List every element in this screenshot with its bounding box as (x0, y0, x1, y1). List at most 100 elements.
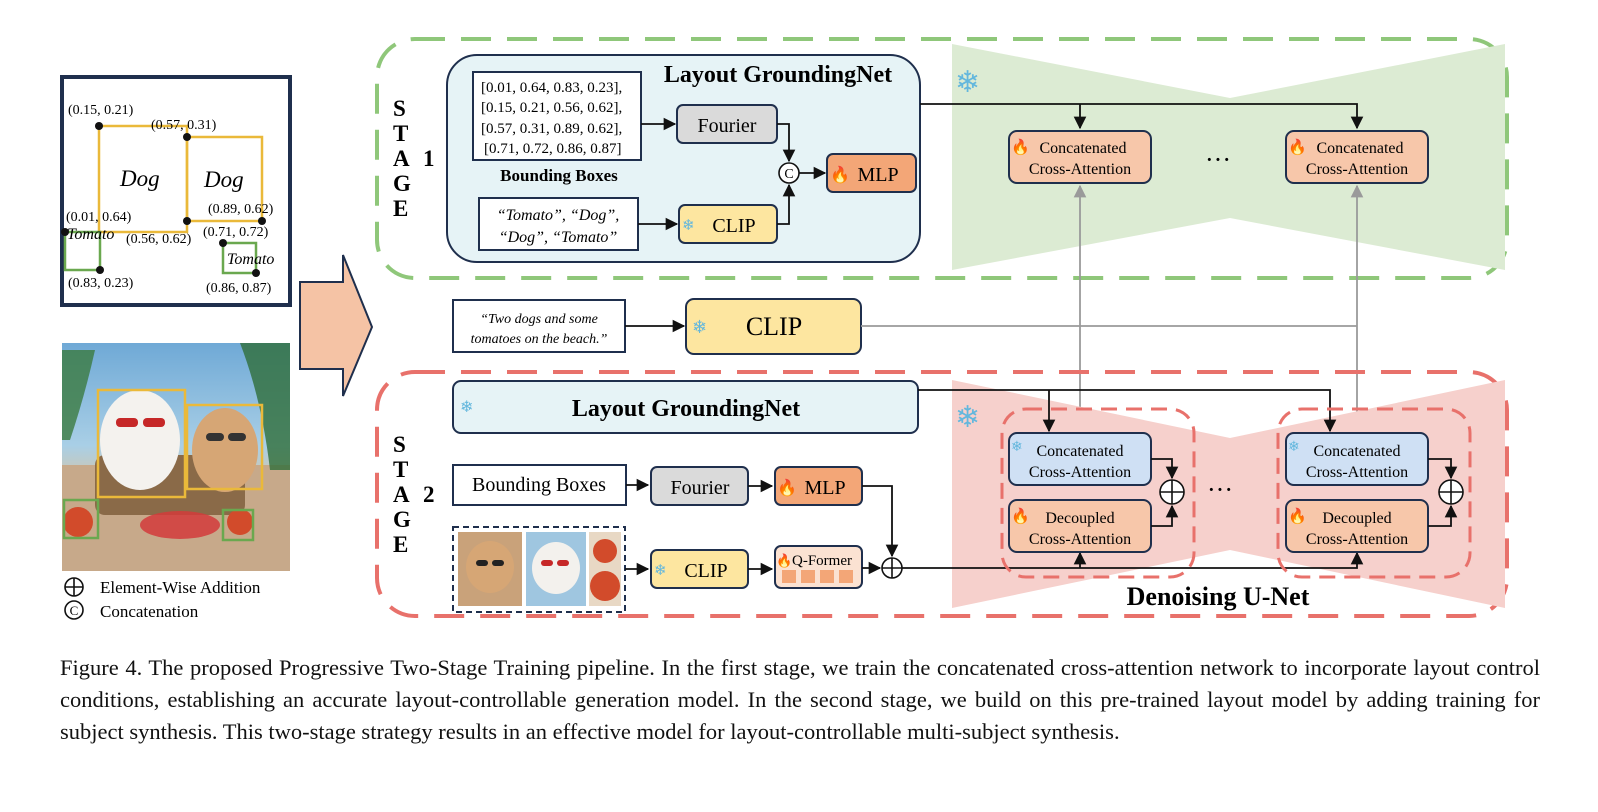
bbox-box-stage2 (452, 464, 627, 506)
unet-block-b (1276, 407, 1472, 579)
svg-text:[0.71, 0.72, 0.86, 0.87]: [0.71, 0.72, 0.86, 0.87] (484, 141, 622, 157)
text-prompt-row: “Two dogs and some tomatoes on the beach… (452, 184, 1364, 433)
svg-text:E: E (393, 196, 408, 221)
prompt-line: tomatoes on the beach.” (471, 332, 608, 347)
svg-text:C: C (784, 167, 793, 182)
snowflake-icon: ❄ (955, 401, 980, 434)
concatenation-icon: C (64, 600, 84, 620)
stage2-panel: ❄ S T A G E 2 ❄ Layout GroundingNet Boun… (375, 370, 1509, 618)
svg-text:T: T (393, 457, 408, 482)
phrase-line: “Tomato”, “Dog”, (497, 207, 620, 224)
mlp-label: MLP (804, 477, 845, 499)
layout-groundingnet-stage2 (452, 380, 919, 434)
snowflake-icon: ❄ (955, 66, 980, 99)
svg-text:Decoupled: Decoupled (1045, 510, 1114, 527)
mlp-box-stage1 (826, 153, 917, 193)
concat-icon: C (778, 162, 800, 184)
snowflake-icon: ❄ (1288, 440, 1300, 455)
svg-text:G: G (393, 507, 411, 532)
point-label: (0.83, 0.23) (68, 276, 134, 291)
caption-text: Figure 4. The proposed Progressive Two-S… (60, 655, 1540, 744)
point-label: (0.56, 0.62) (126, 232, 192, 247)
concat-attn-stage1-b (1285, 130, 1429, 184)
snowflake-icon: ❄ (1011, 440, 1023, 455)
element-wise-addition-icon (881, 557, 903, 579)
clip-label: CLIP (746, 312, 802, 341)
phrase-line: “Dog”, “Tomato” (499, 229, 618, 246)
element-wise-addition-icon (64, 577, 84, 597)
fourier-label: Fourier (698, 115, 757, 137)
svg-text:A: A (393, 482, 410, 507)
svg-text:2: 2 (423, 482, 435, 507)
generated-image (62, 343, 290, 571)
stage1-panel: ❄ S T A G E 1 Layout GroundingNet [0.01,… (375, 37, 1509, 280)
snowflake-icon: ❄ (682, 218, 695, 234)
box-label-tomato: Tomato (67, 226, 114, 243)
svg-text:[0.15, 0.21, 0.56, 0.62],: [0.15, 0.21, 0.56, 0.62], (481, 100, 622, 116)
fire-icon: 🔥 (1288, 138, 1307, 156)
qformer-label: Q-Former (792, 553, 852, 569)
unet-title: Denoising U-Net (1127, 582, 1310, 611)
bbox-lines: [0.01, 0.64, 0.83, 0.23], [0.15, 0.21, 0… (481, 80, 622, 157)
svg-text:Cross-Attention: Cross-Attention (1306, 161, 1408, 178)
legend: Element-Wise Addition C Concatenation (64, 577, 261, 621)
point-label: (0.01, 0.64) (66, 210, 132, 225)
svg-text:T: T (393, 121, 408, 146)
box-label-tomato: Tomato (227, 251, 274, 268)
bbox-list (472, 71, 642, 161)
box-label-dog: Dog (203, 167, 244, 192)
stage1-label: S T A G E 1 (393, 96, 435, 221)
unet-shape-stage1 (952, 44, 1505, 270)
point-label: (0.71, 0.72) (203, 225, 269, 240)
unet-block-a (1000, 407, 1196, 579)
mlp-label: MLP (857, 164, 898, 186)
svg-text:Concatenated: Concatenated (1039, 140, 1126, 157)
bbox-caption: Bounding Boxes (500, 166, 618, 185)
layout-sketch: (0.15, 0.21) (0.57, 0.31) (0.01, 0.64) (… (60, 75, 292, 307)
point-label: (0.89, 0.62) (208, 202, 274, 217)
svg-text:S: S (393, 432, 406, 457)
concat-symbol: C (70, 603, 79, 618)
svg-text:Concatenated: Concatenated (1313, 443, 1400, 460)
svg-text:Cross-Attention: Cross-Attention (1029, 161, 1131, 178)
svg-text:[0.57, 0.31, 0.89, 0.62],: [0.57, 0.31, 0.89, 0.62], (481, 121, 622, 137)
bbox-label: Bounding Boxes (472, 474, 606, 496)
legend-concatenation: Concatenation (100, 602, 199, 621)
phrases-box (478, 197, 639, 251)
element-wise-addition-icon (1438, 479, 1464, 505)
pipeline-diagram: (0.15, 0.21) (0.57, 0.31) (0.01, 0.64) (… (60, 37, 1509, 621)
svg-text:S: S (393, 96, 406, 121)
svg-text:Cross-Attention: Cross-Attention (1306, 464, 1408, 481)
point-label: (0.15, 0.21) (68, 103, 134, 118)
big-arrow-icon (299, 254, 374, 397)
svg-text:A: A (393, 146, 410, 171)
snowflake-icon: ❄ (654, 563, 667, 579)
snowflake-icon: ❄ (692, 317, 707, 337)
fire-icon: 🔥 (777, 478, 797, 497)
point-label: (0.86, 0.87) (206, 281, 272, 296)
snowflake-icon: ❄ (460, 399, 473, 416)
svg-text:1: 1 (423, 146, 435, 171)
svg-text:E: E (393, 532, 408, 557)
figure-caption: Figure 4. The proposed Progressive Two-S… (60, 652, 1540, 748)
svg-text:Cross-Attention: Cross-Attention (1029, 531, 1131, 548)
svg-text:G: G (393, 171, 411, 196)
stage2-label: S T A G E 2 (393, 432, 435, 557)
svg-text:Cross-Attention: Cross-Attention (1029, 464, 1131, 481)
point-label: (0.57, 0.31) (151, 118, 217, 133)
fire-icon: 🔥 (830, 165, 850, 184)
groundingnet-title: Layout GroundingNet (572, 396, 800, 422)
svg-text:Decoupled: Decoupled (1322, 510, 1391, 527)
concat-attn-stage1-a (1008, 130, 1152, 184)
clip-label: CLIP (712, 215, 755, 237)
fire-icon: 🔥 (1288, 507, 1307, 525)
svg-text:[0.01, 0.64, 0.83, 0.23],: [0.01, 0.64, 0.83, 0.23], (481, 80, 622, 96)
element-wise-addition-icon (1159, 479, 1185, 505)
svg-text:Concatenated: Concatenated (1036, 443, 1123, 460)
ellipsis: ··· (1207, 475, 1233, 504)
ellipsis: ··· (1205, 145, 1231, 174)
fire-icon: 🔥 (1011, 507, 1030, 525)
svg-text:Concatenated: Concatenated (1316, 140, 1403, 157)
subject-images (452, 526, 626, 613)
groundingnet-title: Layout GroundingNet (664, 62, 892, 88)
